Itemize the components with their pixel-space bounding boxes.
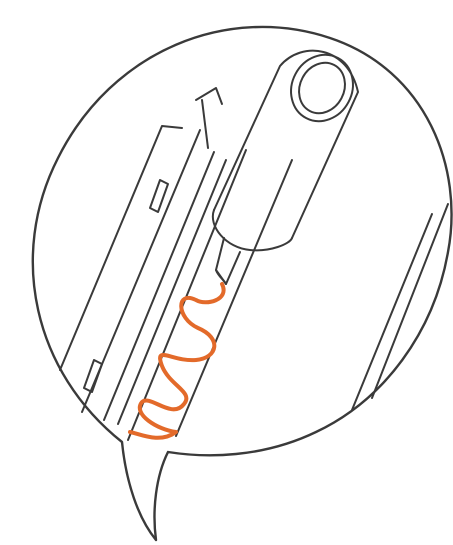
rail-channel-icon: [60, 88, 448, 440]
pen-icon: [213, 44, 365, 284]
